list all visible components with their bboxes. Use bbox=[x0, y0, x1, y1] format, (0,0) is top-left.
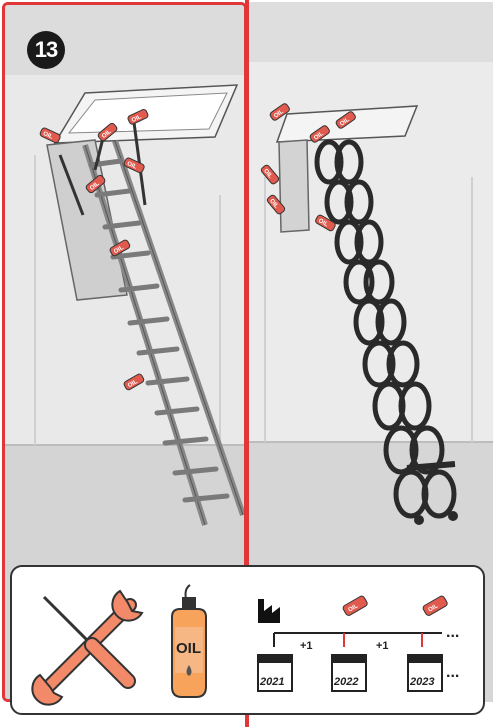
svg-text:...: ... bbox=[446, 624, 459, 641]
maintenance-info-box: OIL +1 +1 ... OIL OIL 20 bbox=[10, 565, 485, 715]
svg-text:...: ... bbox=[446, 664, 459, 681]
oil-bottle-icon: OIL bbox=[172, 585, 206, 697]
svg-text:+1: +1 bbox=[300, 640, 313, 652]
svg-text:+1: +1 bbox=[376, 640, 389, 652]
maintenance-illustration: OIL +1 +1 ... OIL OIL 20 bbox=[12, 567, 483, 713]
calendar-icon: 2021 bbox=[258, 655, 292, 691]
step-number-badge: 13 bbox=[27, 31, 65, 69]
svg-text:2021: 2021 bbox=[259, 676, 284, 688]
oil-can-icon: OIL bbox=[422, 595, 448, 617]
oil-can-icon: OIL bbox=[342, 595, 368, 617]
factory-icon bbox=[258, 599, 280, 623]
svg-text:2022: 2022 bbox=[333, 676, 358, 688]
svg-text:2023: 2023 bbox=[409, 676, 434, 688]
calendar-icon: 2022 bbox=[332, 655, 366, 691]
calendar-icon: 2023 bbox=[408, 655, 442, 691]
svg-text:OIL: OIL bbox=[176, 640, 201, 657]
